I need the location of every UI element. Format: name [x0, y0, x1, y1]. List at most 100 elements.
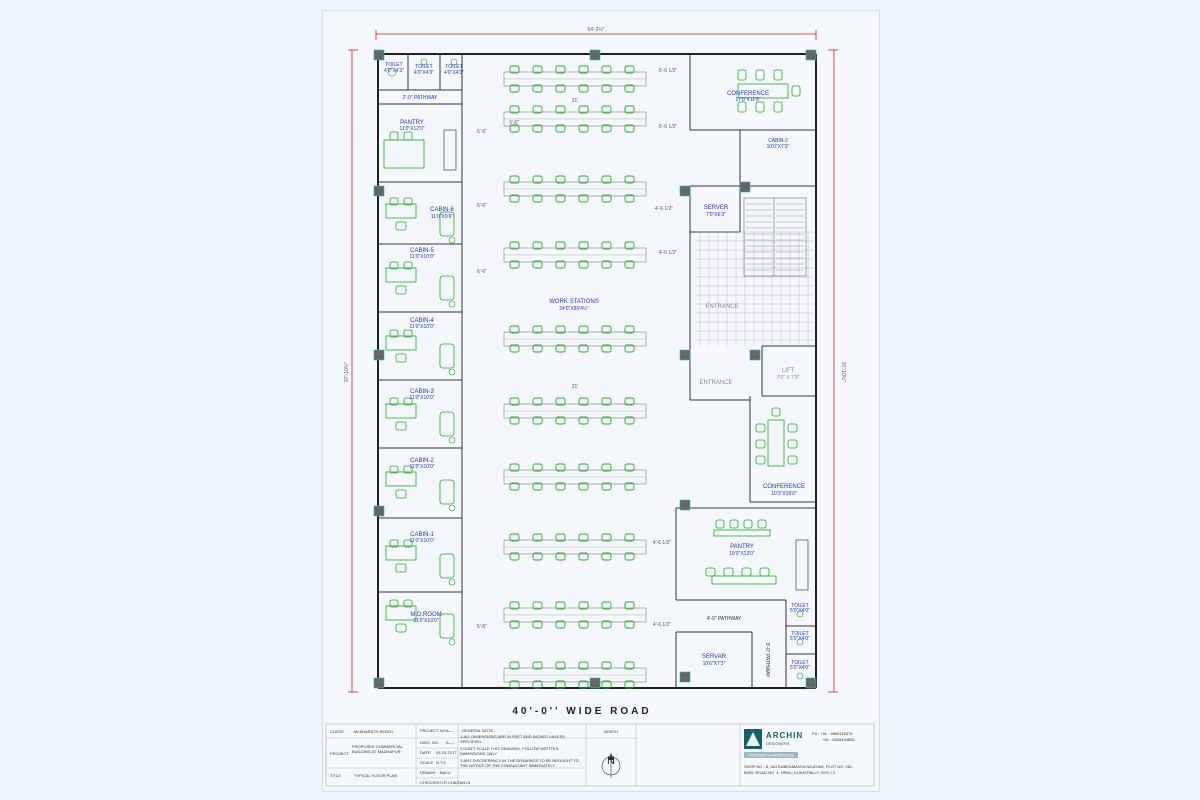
chair-icon: [395, 285, 407, 295]
toilet-d-name: TOILET: [791, 603, 808, 609]
chair-icon: [509, 344, 520, 353]
chair-icon: [395, 221, 407, 231]
toilet-c-size: 4'0"X4'3": [444, 70, 464, 76]
firm-sub: DESIGNERS: [766, 741, 790, 746]
chair-icon: [601, 620, 612, 629]
chair-icon: [555, 482, 566, 491]
conference-1-furniture: [737, 69, 801, 113]
chair-icon: [555, 680, 566, 689]
note-2: 2.DON'T SCALE THIS DRAWING, FOLLOW WRITT…: [460, 746, 559, 756]
dwg-no-value: A----: [446, 740, 455, 745]
chair-icon: [509, 463, 520, 472]
chair-icon: [624, 482, 635, 491]
chair-icon: [601, 241, 612, 250]
plant-icon: [448, 578, 456, 586]
workstation-row: [503, 65, 647, 93]
chair-icon: [509, 552, 520, 561]
workstation-row: [503, 325, 647, 353]
desk-width-dim: 3'-6": [509, 120, 519, 126]
chair-icon: [578, 65, 589, 74]
project-value-box: PROPOSED COMMERCIAL BUILDING AT MADHAPUR: [352, 744, 403, 754]
chair-icon: [601, 680, 612, 689]
date-value: 03-03-2017: [436, 750, 457, 755]
chair-icon: [601, 482, 612, 491]
chair-icon: [624, 680, 635, 689]
md-room-name: M.D.ROOM: [410, 612, 441, 618]
chair-icon: [601, 416, 612, 425]
sofa-icon: [439, 275, 455, 301]
chair-icon: [578, 416, 589, 425]
cabin-desk: [385, 267, 417, 283]
chair-icon: [601, 344, 612, 353]
work-stations-size: 34'0"X89'4½": [559, 305, 589, 312]
chair-icon: [578, 194, 589, 203]
chair-icon: [624, 344, 635, 353]
chair-icon: [624, 416, 635, 425]
chair-icon: [555, 416, 566, 425]
plant-icon: [448, 638, 456, 646]
cabin-2b-size: 10'0"X7'3": [767, 144, 790, 150]
chair-icon: [624, 325, 635, 334]
chair-icon: [578, 552, 589, 561]
servar-size: 10'6"X7'3": [703, 661, 726, 667]
cabin-desk-set: [385, 599, 456, 646]
chair-icon: [509, 661, 520, 670]
chair-icon: [403, 539, 413, 548]
cabin-3-name: CABIN-3: [410, 389, 434, 395]
chair-icon: [532, 260, 543, 269]
phone-1: Ph : +91 - 9866116375: [812, 731, 853, 736]
chair-icon: [601, 175, 612, 184]
chair-icon: [532, 552, 543, 561]
cabin-6-name: CABIN-6: [430, 207, 454, 213]
chair-icon: [532, 241, 543, 250]
cabin-desk-set: [385, 329, 456, 376]
lift-name: LIFT: [782, 368, 795, 374]
sofa-icon: [439, 343, 455, 369]
toilet-e-name: TOILET: [791, 631, 808, 637]
chair-icon: [389, 465, 399, 474]
chair-icon: [601, 552, 612, 561]
chair-icon: [389, 397, 399, 406]
workstation-row: [503, 533, 647, 561]
work-stations-name: WORK STATIONS: [549, 299, 598, 305]
chair-icon: [578, 260, 589, 269]
chair-icon: [555, 533, 566, 542]
chair-icon: [555, 552, 566, 561]
chair-icon: [509, 620, 520, 629]
toilet-e-size: 5'0"X4'0": [790, 636, 810, 642]
chair-icon: [601, 260, 612, 269]
entrance-2-label: ENTRANCE: [699, 380, 732, 386]
chair-icon: [509, 175, 520, 184]
conference-2-name: CONFERENCE: [763, 484, 805, 490]
plant-icon: [448, 300, 456, 308]
chair-icon: [578, 680, 589, 689]
sofa-icon: [439, 613, 455, 639]
chair-icon: [555, 463, 566, 472]
project-label: PROJECT: [330, 751, 349, 756]
cabin-1-size: 11'0"X10'0": [409, 538, 434, 544]
chair-icon: [395, 353, 407, 363]
chair-icon: [601, 397, 612, 406]
chair-icon: [532, 416, 543, 425]
left-gap-a-dim: 6'-6": [477, 129, 487, 135]
chair-icon: [389, 261, 399, 270]
plant-icon: [448, 368, 456, 376]
chair-icon: [532, 175, 543, 184]
chair-icon: [532, 105, 543, 114]
chair-icon: [532, 620, 543, 629]
inner-walls: [378, 54, 816, 688]
chair-icon: [578, 397, 589, 406]
sofa-icon: [439, 553, 455, 579]
cabin-desk: [385, 335, 417, 351]
pathway-top-label: 2'-0" PATHWAY: [403, 95, 438, 101]
chair-icon: [624, 260, 635, 269]
drawn-value: BALU: [440, 770, 451, 775]
cabin-3-size: 11'0"X10'0": [409, 395, 434, 401]
ws-span-dim: 21': [572, 98, 579, 104]
chair-icon: [509, 241, 520, 250]
workstation-row: [503, 105, 647, 133]
north-arrow-icon: [601, 753, 621, 778]
chair-icon: [555, 124, 566, 133]
toilet-d-size: 5'0"X4'0": [790, 608, 810, 614]
chair-icon: [403, 329, 413, 338]
